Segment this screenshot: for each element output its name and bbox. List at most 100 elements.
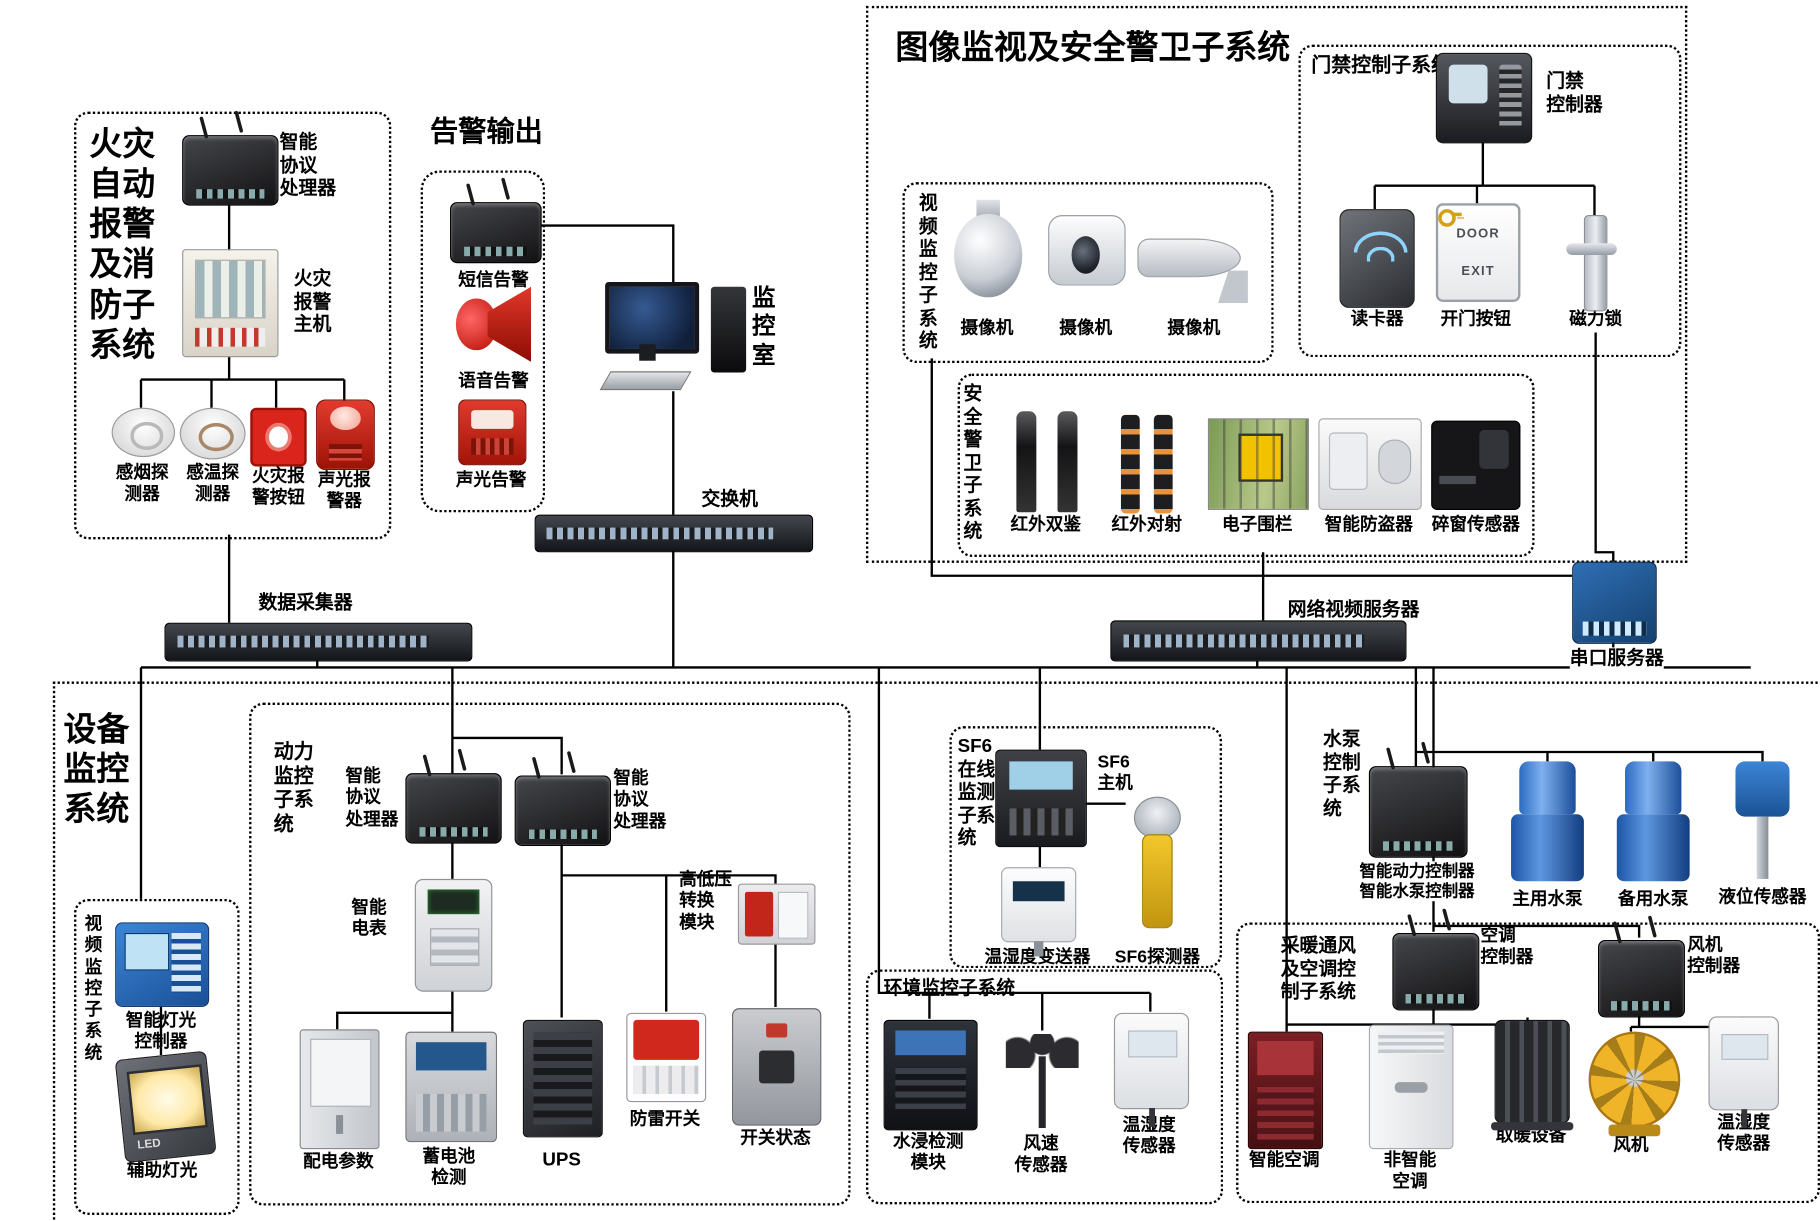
camera-3-label: 摄像机: [1167, 318, 1221, 339]
pump-title: 水泵 控制 子系 统: [1323, 729, 1361, 819]
th-transmitter-label: 温湿度变送器: [984, 947, 1091, 968]
fire-system-box: [74, 111, 392, 540]
battery-tester: [405, 1031, 498, 1143]
smoke-detector-label: 感烟探 测器: [115, 462, 169, 505]
fire-button-label: 火灾报 警按钮: [252, 466, 305, 508]
core-switch: [534, 514, 814, 553]
fire-system-title: 火灾 自动 报警 及消 防子 系统: [89, 125, 156, 363]
alarm-output-box: [420, 170, 546, 513]
wind-sensor-device: [1001, 1032, 1083, 1128]
fire-protocol-label: 智能 协议 处理器: [279, 132, 337, 199]
sms-alert-device: [450, 202, 542, 264]
fire-protocol-processor: [182, 135, 279, 206]
security-guard-box: [957, 373, 1535, 557]
lightning-switch-label: 防雷开关: [629, 1109, 701, 1130]
ups-device: [522, 1019, 603, 1138]
plain-ac-unit: [1368, 1024, 1454, 1150]
pump-controller-label: 智能动力控制器 智能水泵控制器: [1344, 861, 1490, 902]
aux-light-label: 辅助灯光: [126, 1160, 198, 1181]
bullet-camera: [1137, 226, 1252, 304]
industrial-fan: [1588, 1031, 1681, 1137]
security-guard-title: 安 全 警 卫 子 系 统: [963, 384, 983, 542]
equipment-video-box: [74, 898, 240, 1215]
serial-server-label: 串口服务器: [1569, 647, 1664, 671]
pump-controller-device: [1368, 766, 1468, 858]
monitor-room-label: 监 控 室: [752, 285, 776, 369]
smart-ac-unit: [1247, 1031, 1324, 1150]
access-control-title: 门禁控制子系统: [1311, 54, 1452, 77]
power-protocol-processor-left: [405, 773, 502, 844]
voice-alert-horn: [455, 287, 531, 362]
fan-label: 风机: [1613, 1135, 1649, 1156]
ir-dual-label: 红外双鉴: [1010, 514, 1081, 535]
access-controller-label: 门禁 控制器: [1546, 71, 1603, 115]
fire-alarm-host: [182, 249, 279, 358]
ptz-camera: [1043, 209, 1128, 312]
camera-1-label: 摄像机: [960, 318, 1014, 339]
sf6-host-device: [995, 749, 1087, 848]
card-reader: [1339, 209, 1415, 308]
sf6-monitoring-box: [949, 726, 1222, 969]
fan-controller-label: 风机 控制器: [1687, 935, 1741, 977]
fire-siren-label: 声光报 警器: [317, 469, 371, 512]
camera-2-label: 摄像机: [1059, 318, 1113, 339]
environment-monitoring-box: [865, 969, 1224, 1205]
sms-alert-label: 短信告警: [458, 270, 529, 291]
ir-dual-detector: [1008, 411, 1086, 513]
ir-beam-detector: [1116, 414, 1177, 514]
monitor-stand: [638, 344, 656, 361]
window-break-sensor: [1431, 420, 1521, 510]
fire-sound-light-alarm: [316, 399, 375, 470]
level-sensor-label: 液位传感器: [1718, 887, 1807, 908]
sf6-title: SF6 在线 监测 子系 统: [957, 736, 996, 849]
data-collector-label: 数据采集器: [258, 593, 353, 614]
main-pump-label: 主用水泵: [1512, 889, 1583, 910]
sound-light-alert-device: [458, 399, 527, 466]
smart-meter-label: 智能 电表: [351, 897, 387, 940]
dome-camera: [952, 199, 1025, 313]
fan-controller-device: [1597, 939, 1685, 1018]
heater-device: [1491, 1019, 1573, 1131]
power-protocol-left-label: 智能 协议 处理器: [345, 766, 399, 830]
env-th-sensor-device: [1113, 1012, 1190, 1127]
alarm-output-title: 告警输出: [430, 116, 543, 149]
wind-sensor-label: 风速 传感器: [1014, 1133, 1068, 1176]
net-video-server-label: 网络视频服务器: [1287, 600, 1420, 621]
antitheft-label: 智能防盗器: [1324, 514, 1413, 535]
surveillance-system-box: [865, 5, 1688, 563]
fire-host-label: 火灾 报警 主机: [293, 269, 332, 335]
magnetic-lock-label: 磁力锁: [1569, 309, 1623, 329]
backup-pump-label: 备用水泵: [1617, 889, 1689, 910]
plain-ac-label: 非智能 空调: [1383, 1150, 1437, 1192]
smart-meter: [414, 878, 493, 992]
light-controller-device: [115, 922, 210, 1007]
smoke-detector: [111, 407, 176, 458]
water-module-label: 水浸检测 模块: [892, 1131, 964, 1173]
equipment-video-title: 视 频 监 控 子 系 统: [84, 914, 103, 1064]
power-protocol-processor-right: [514, 775, 611, 846]
lightning-protector: [626, 1012, 707, 1103]
hv-lv-module: [737, 883, 816, 945]
hvlv-module-label: 高低压 转换 模块: [679, 869, 733, 933]
anti-theft-kit: [1318, 418, 1422, 510]
th-transmitter-device: [1001, 867, 1077, 957]
led-word: LED: [136, 1137, 162, 1153]
ac-controller-device: [1392, 932, 1480, 1011]
smart-ac-label: 智能空调: [1249, 1150, 1320, 1171]
video-surveillance-box: [902, 182, 1274, 364]
heater-label: 取暖设备: [1495, 1125, 1567, 1146]
window-sensor-label: 碎窗传感器: [1431, 514, 1520, 535]
sf6-host-label: SF6 主机: [1097, 752, 1133, 794]
access-control-box: [1298, 44, 1682, 358]
sound-light-alert-label: 声光告警: [455, 469, 527, 490]
hvac-control-box: [1236, 922, 1820, 1204]
hvac-th-sensor-device: [1708, 1016, 1779, 1129]
network-video-server-device: [1110, 620, 1407, 662]
ac-controller-label: 空调 控制器: [1480, 925, 1534, 968]
power-monitoring-title: 动力 监控 子系 统: [273, 740, 314, 836]
main-pump: [1506, 761, 1588, 886]
power-distribution-cabinet: [299, 1029, 380, 1150]
water-leak-module: [883, 1019, 978, 1131]
magnetic-lock-handle: [1560, 215, 1631, 312]
